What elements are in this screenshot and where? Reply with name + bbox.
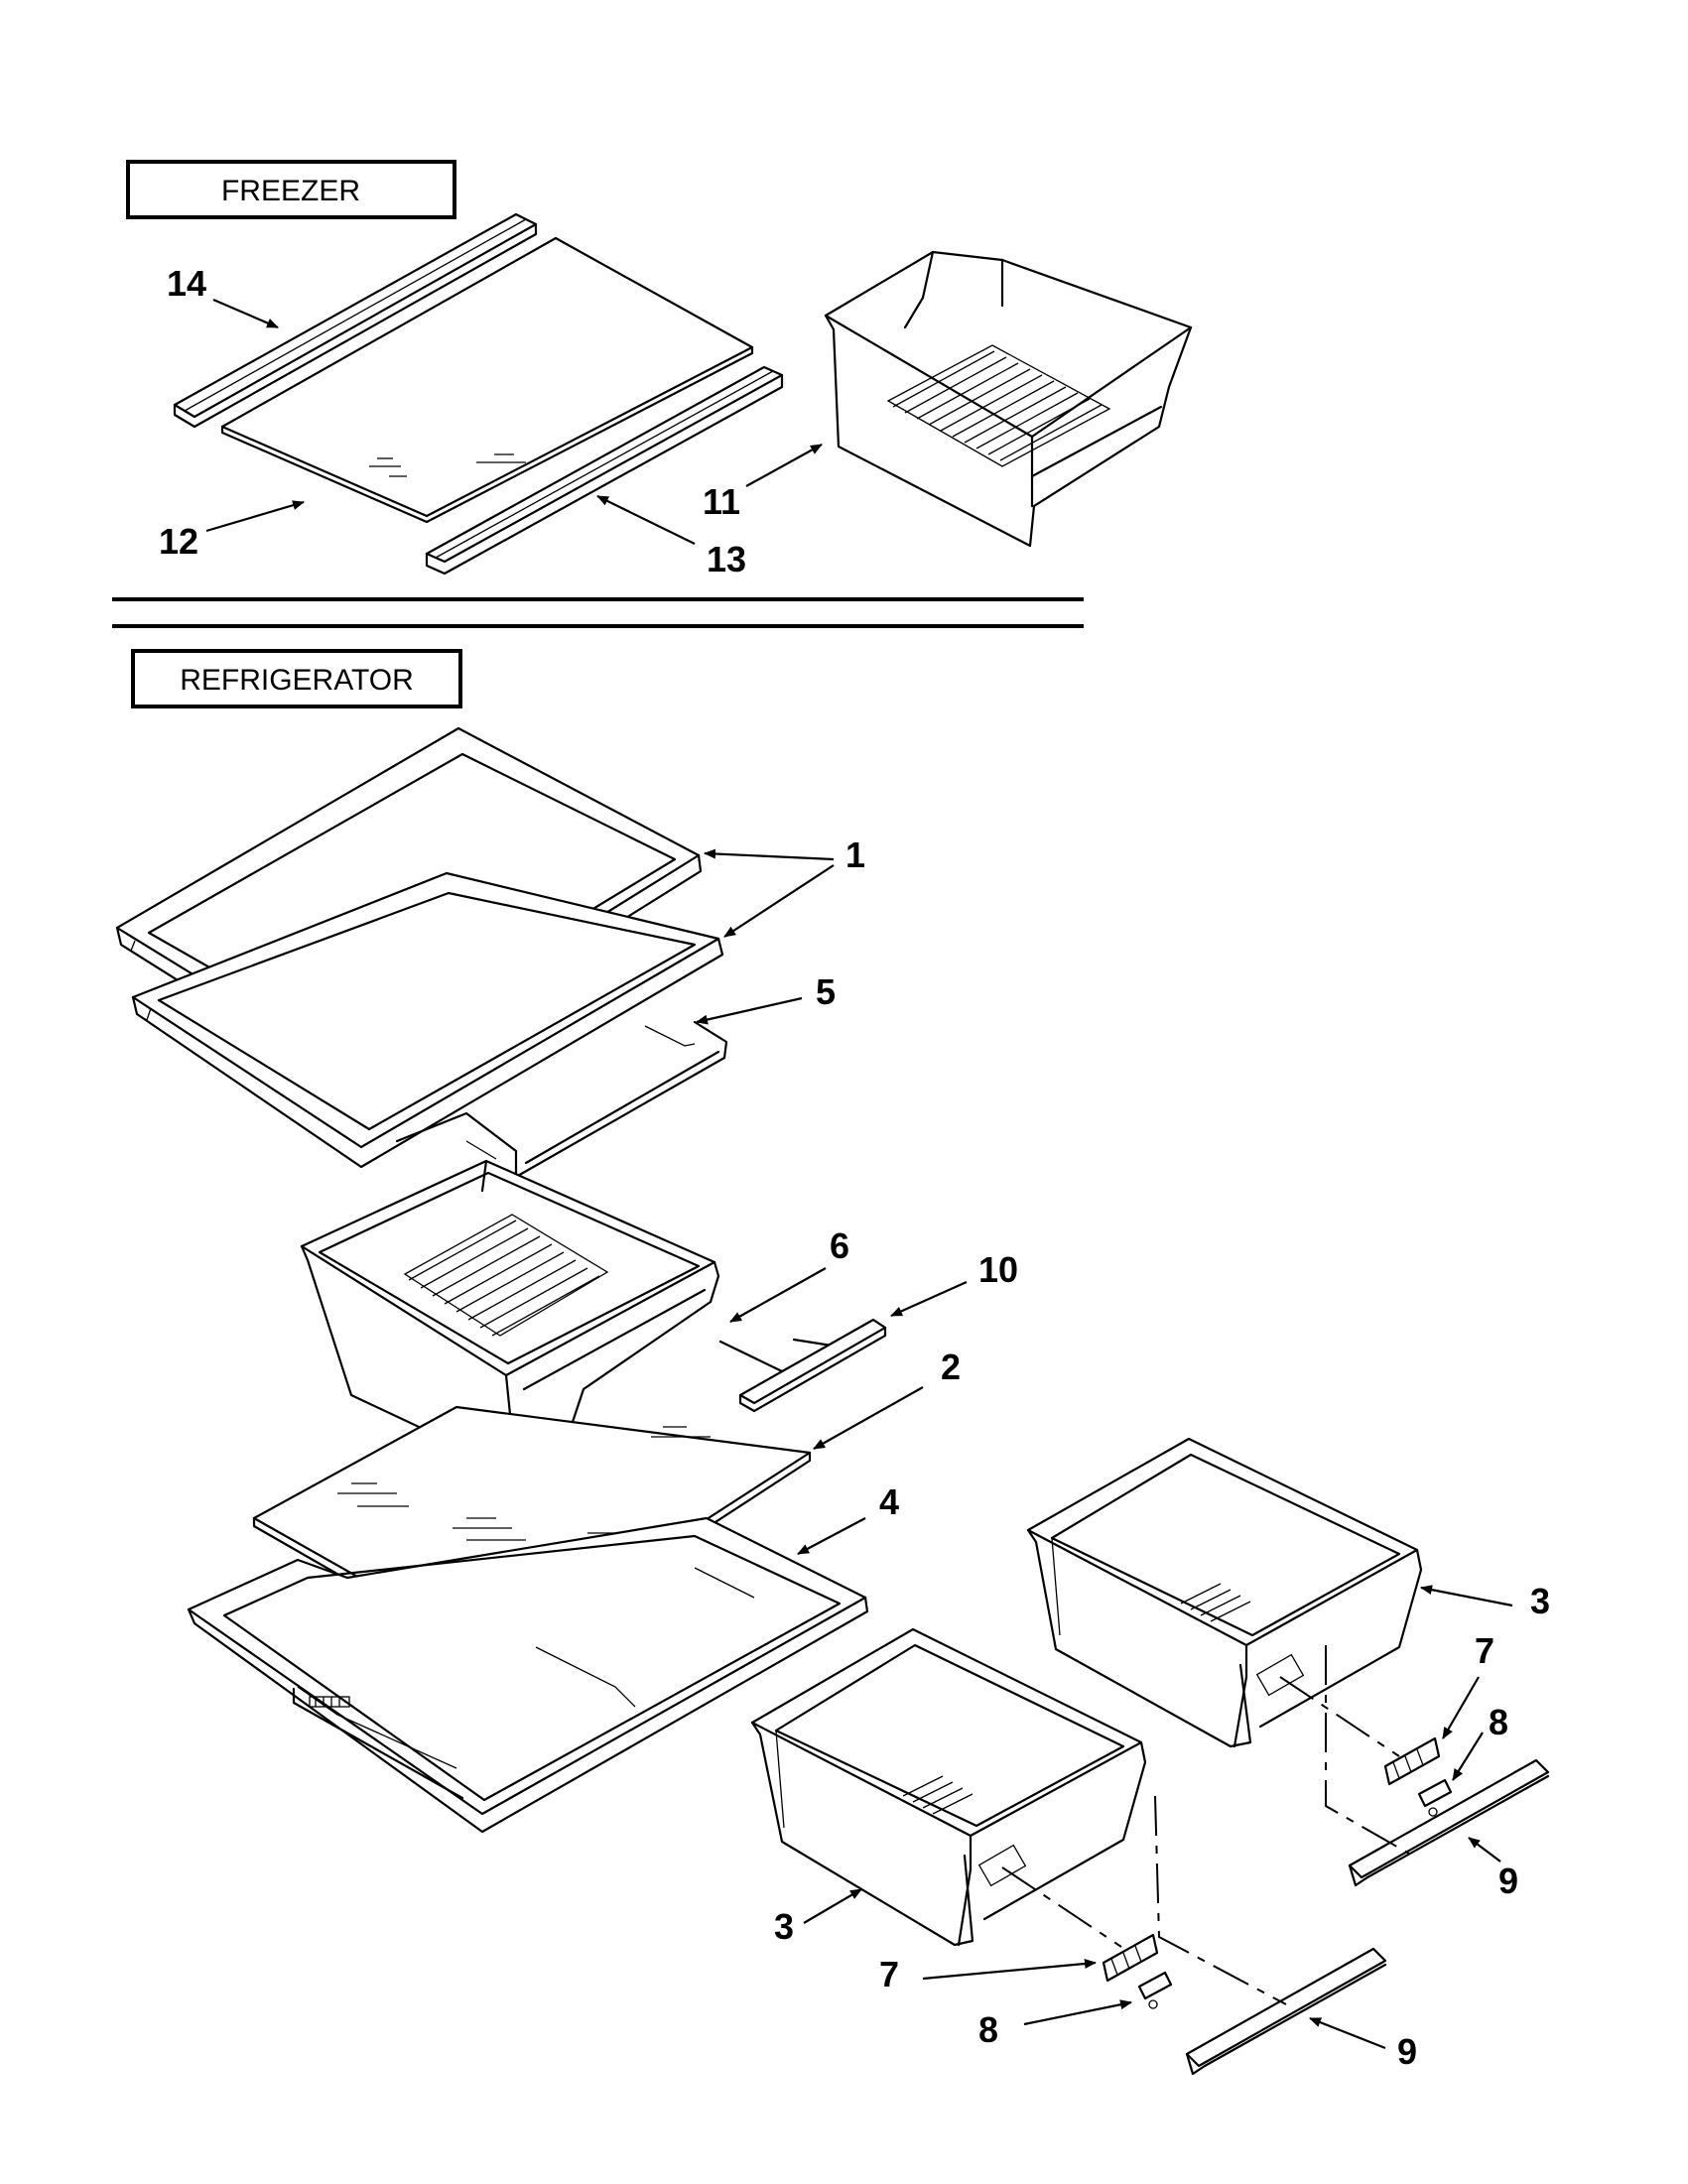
callout-8-left: 8 bbox=[978, 2009, 998, 2050]
part-3-crisper-drawer-right bbox=[1026, 1437, 1423, 1748]
part-7-label-holder-left bbox=[1102, 1933, 1159, 1983]
callout-8-right: 8 bbox=[1489, 1702, 1508, 1742]
leader-5 bbox=[696, 996, 803, 1025]
assembly-line-left bbox=[1001, 1866, 1122, 1948]
part-1-lower-shelf bbox=[131, 871, 724, 1169]
callout-10: 10 bbox=[978, 1249, 1018, 1290]
part-10-drawer-trim bbox=[738, 1318, 887, 1413]
callout-4: 4 bbox=[879, 1481, 899, 1522]
leader-3-right bbox=[1420, 1585, 1513, 1607]
part-8-clip-right bbox=[1417, 1778, 1453, 1817]
assembly-line-left-2 bbox=[1154, 1795, 1287, 2005]
callout-7-left: 7 bbox=[879, 1954, 899, 1994]
leader-12 bbox=[205, 500, 305, 533]
callout-3-right: 3 bbox=[1530, 1581, 1550, 1621]
callout-9-left: 9 bbox=[1397, 2031, 1417, 2072]
callout-11: 11 bbox=[703, 481, 740, 522]
leader-7-right bbox=[1442, 1676, 1480, 1739]
freezer-label-box bbox=[126, 160, 456, 219]
leader-8-left bbox=[1023, 1999, 1132, 2026]
callout-3-left: 3 bbox=[774, 1906, 794, 1947]
freezer-section: FREEZER bbox=[126, 160, 1193, 579]
leader-4 bbox=[797, 1517, 866, 1555]
part-8-clip-left bbox=[1137, 1971, 1173, 2009]
part-14-shelf-trim bbox=[173, 212, 538, 429]
part-5-shelf-frame bbox=[395, 1020, 728, 1179]
leader-14 bbox=[212, 298, 279, 329]
freezer-label: FREEZER bbox=[221, 175, 360, 207]
leader-1a bbox=[704, 848, 835, 861]
leader-9-right bbox=[1468, 1837, 1501, 1863]
leader-8-right bbox=[1452, 1732, 1484, 1781]
part-11-freezer-basket bbox=[824, 250, 1193, 548]
part-12-glass-shelf bbox=[220, 236, 754, 524]
callout-2: 2 bbox=[941, 1347, 961, 1387]
callout-14: 14 bbox=[167, 263, 206, 304]
leader-6 bbox=[729, 1267, 827, 1323]
refrigerator-section: REFRIGERATOR bbox=[115, 649, 1550, 2076]
leader-10 bbox=[890, 1280, 968, 1318]
callout-1: 1 bbox=[845, 835, 865, 875]
part-3-crisper-drawer-left bbox=[750, 1627, 1147, 1947]
leader-7-left bbox=[922, 1959, 1097, 1981]
part-9-drawer-trim-left bbox=[1185, 1947, 1387, 2076]
callout-5: 5 bbox=[816, 971, 836, 1012]
callout-7-right: 7 bbox=[1475, 1630, 1494, 1671]
part-7-label-holder-right bbox=[1383, 1736, 1441, 1786]
leader-3-left bbox=[803, 1888, 862, 1924]
part-9-drawer-trim-right bbox=[1348, 1758, 1550, 1887]
callout-6: 6 bbox=[830, 1225, 849, 1266]
leader-2 bbox=[813, 1386, 924, 1450]
assembly-line-right-2 bbox=[1325, 1645, 1410, 1855]
callout-13: 13 bbox=[707, 539, 746, 579]
callout-9-right: 9 bbox=[1498, 1861, 1518, 1901]
callout-12: 12 bbox=[159, 521, 198, 562]
leader-11 bbox=[745, 444, 823, 487]
leader-13 bbox=[596, 495, 696, 545]
assembly-line-right bbox=[1279, 1676, 1400, 1757]
leader-9-left bbox=[1309, 2016, 1386, 2050]
part-13-shelf-trim bbox=[425, 365, 784, 576]
refrigerator-label: REFRIGERATOR bbox=[180, 664, 414, 697]
refrigerator-label-box bbox=[131, 649, 462, 708]
part-4-crisper-cover-frame bbox=[187, 1516, 869, 1834]
leader-1b bbox=[723, 864, 835, 938]
